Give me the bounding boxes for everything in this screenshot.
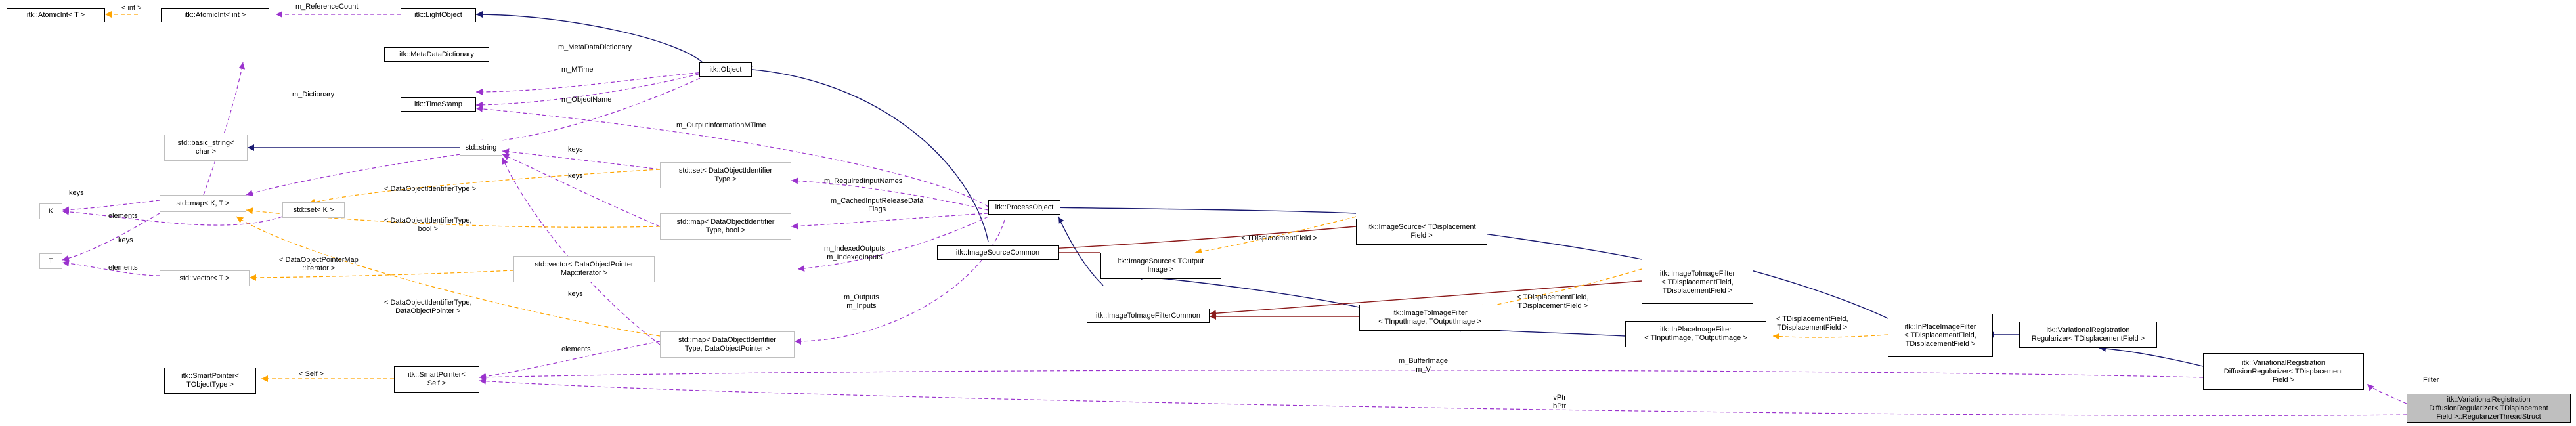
label-keys-a: keys (568, 146, 583, 154)
node-basic-string[interactable]: std::basic_string< char > (164, 135, 248, 161)
edge-stdstring-mapdoibool (502, 154, 661, 227)
edge-varreg-reg-diffusion (2099, 345, 2204, 367)
label-elements-b: elements (108, 264, 138, 272)
edge-stdstring-object (475, 75, 707, 146)
edge-k-mapkt (62, 200, 160, 213)
label-tdisp-a: < TDisplacementField > (1241, 234, 1317, 242)
node-atomicint-t[interactable]: itk::AtomicInt< T > (7, 8, 105, 22)
edge-k-setk (62, 208, 283, 226)
edge-mapkt-metadatadict (203, 62, 246, 196)
label-m-indexedoutputs: m_IndexedOutputs m_IndexedInputs (824, 245, 885, 261)
label-tdisp-c: < TDisplacementField, TDisplacementField… (1776, 315, 1848, 331)
node-imagetoimagefiltercommon[interactable]: itk::ImageToImageFilterCommon (1087, 309, 1210, 323)
node-atomicint-int[interactable]: itk::AtomicInt< int > (161, 8, 269, 22)
label-m-referencecount: m_ReferenceCount (295, 3, 359, 11)
edge-t-mapkt (62, 213, 160, 262)
node-set-doi[interactable]: std::set< DataObjectIdentifier Type > (660, 162, 791, 188)
node-map-k-t[interactable]: std::map< K, T > (160, 195, 246, 212)
label-tdisp-b: < TDisplacementField, TDisplacementField… (1517, 293, 1589, 310)
label-doi-type-bool: < DataObjectIdentifierType, bool > (384, 217, 472, 233)
node-lightobject[interactable]: itk::LightObject (401, 8, 476, 22)
node-imagetoimagefilter-tdisp[interactable]: itk::ImageToImageFilter < TDisplacementF… (1642, 261, 1753, 304)
edge-imgtoimgcommon-imgtoimg-tdisp (1209, 280, 1642, 317)
node-timestamp[interactable]: itk::TimeStamp (401, 97, 476, 112)
label-m-bufferimage: m_BufferImage m_V (1399, 357, 1449, 373)
node-imagesourcecommon[interactable]: itk::ImageSourceCommon (937, 245, 1059, 260)
label-m-mtime: m_MTime (561, 66, 594, 74)
node-k[interactable]: K (39, 203, 62, 219)
node-imagesource-tdisplacementfield[interactable]: itk::ImageSource< TDisplacement Field > (1356, 219, 1487, 245)
node-vector-t[interactable]: std::vector< T > (160, 270, 250, 286)
label-m-cachedinputreleasedataflags: m_CachedInputReleaseData Flags (831, 197, 924, 213)
edge-vectort-vectordopm (249, 270, 514, 281)
label-m-objectname: m_ObjectName (561, 96, 612, 104)
edge-stdstring-setdoi (502, 148, 661, 170)
edge-smartptr-self-focus (479, 377, 2407, 416)
label-keys-d: keys (69, 189, 84, 197)
node-inplaceimagefilter-tin-tout[interactable]: itk::InPlaceImageFilter < TInputImage, T… (1625, 321, 1766, 347)
label-m-metadatadictionary: m_MetaDataDictionary (558, 43, 632, 51)
edge-imagesource-tout-imgtoimg (1135, 273, 1360, 308)
label-doi-type-dop: < DataObjectIdentifierType, DataObjectPo… (384, 299, 472, 315)
edge-mapkt-mapdoidop (236, 216, 661, 337)
edge-vectordopm-processobject (797, 216, 989, 272)
edge-processobject-imagesource-tdisp (1048, 204, 1357, 214)
label-elements-a: elements (108, 212, 138, 220)
node-regularizerthreadstruct-focus[interactable]: itk::VariationalRegistration DiffusionRe… (2407, 394, 2571, 423)
label-filter: Filter (2423, 376, 2439, 384)
label-m-outputs: m_Outputs m_Inputs (844, 293, 879, 310)
label-elements-c: elements (561, 345, 591, 353)
label-doi-type: < DataObjectIdentifierType > (384, 185, 477, 193)
node-processobject[interactable]: itk::ProcessObject (988, 200, 1060, 215)
node-inplaceimagefilter-tdisp[interactable]: itk::InPlaceImageFilter < TDisplacementF… (1888, 314, 1993, 357)
edge-object-processobject (745, 66, 989, 242)
node-variationalregistration-regularizer[interactable]: itk::VariationalRegistration Regularizer… (2019, 322, 2157, 348)
label-m-outputinformationmtime: m_OutputInformationMTime (676, 121, 766, 129)
edge-inplace-tdisp-inst (1772, 333, 1888, 340)
edge-imagesource-tdisp-inst (1194, 216, 1357, 255)
edge-stdstring-mapkt (246, 148, 500, 196)
label-vptr: vPtr bPtr (1553, 394, 1567, 410)
node-metadatadictionary[interactable]: itk::MetaDataDictionary (384, 47, 489, 62)
label-self: < Self > (299, 370, 324, 378)
edge-lightobject-object (475, 11, 707, 66)
label-keys-c: keys (568, 290, 583, 298)
edge-setdoi-processobject (791, 177, 989, 211)
node-variationalregistration-diffusionregularizer[interactable]: itk::VariationalRegistration DiffusionRe… (2203, 353, 2364, 390)
label-m-dictionary: m_Dictionary (292, 91, 335, 98)
edge-smartptr-self-diffusion (479, 370, 2204, 381)
label-int: < int > (121, 4, 142, 12)
label-m-requiredinputnames: m_RequiredInputNames (824, 177, 903, 185)
edge-timestamp-object (475, 72, 707, 108)
node-map-doi-dop[interactable]: std::map< DataObjectIdentifier Type, Dat… (660, 331, 795, 358)
edge-setk-setdoi (308, 169, 661, 205)
edge-timestamp-processobject (475, 105, 989, 207)
edge-stdstring-mapdoidop (502, 157, 661, 345)
node-smartpointer-self[interactable]: itk::SmartPointer< Self > (394, 366, 479, 393)
node-set-k[interactable]: std::set< K > (282, 202, 345, 218)
edge-smartptr-self-mapdoidop (479, 341, 661, 380)
edge-imgtoimg-tdisp-inplace-tdisp (1733, 264, 1888, 319)
node-map-doi-bool[interactable]: std::map< DataObjectIdentifier Type, boo… (660, 213, 791, 240)
node-imagetoimagefilter-tin-tout[interactable]: itk::ImageToImageFilter < TInputImage, T… (1359, 305, 1500, 331)
label-keys-b: keys (568, 172, 583, 180)
edge-t-vectort (62, 260, 160, 276)
node-smartpointer-tobjecttype[interactable]: itk::SmartPointer< TObjectType > (164, 368, 256, 394)
label-dopm-iterator: < DataObjectPointerMap ::iterator > (279, 256, 359, 272)
edge-diffusion-focus (2367, 383, 2407, 404)
node-std-string[interactable]: std::string (460, 140, 502, 156)
label-keys-k: keys (118, 236, 133, 244)
node-object[interactable]: itk::Object (699, 62, 752, 77)
edge-mapdoidop-processobject (794, 219, 1005, 345)
node-vector-dopm[interactable]: std::vector< DataObjectPointer Map::iter… (513, 256, 655, 282)
node-t[interactable]: T (39, 253, 62, 269)
edge-processobject-imagesource-tout (1057, 216, 1104, 286)
edge-metadatadict-object (475, 72, 707, 95)
node-imagesource-toutputimage[interactable]: itk::ImageSource< TOutput Image > (1100, 253, 1221, 279)
edge-mapdoibool-processobject (791, 213, 989, 230)
